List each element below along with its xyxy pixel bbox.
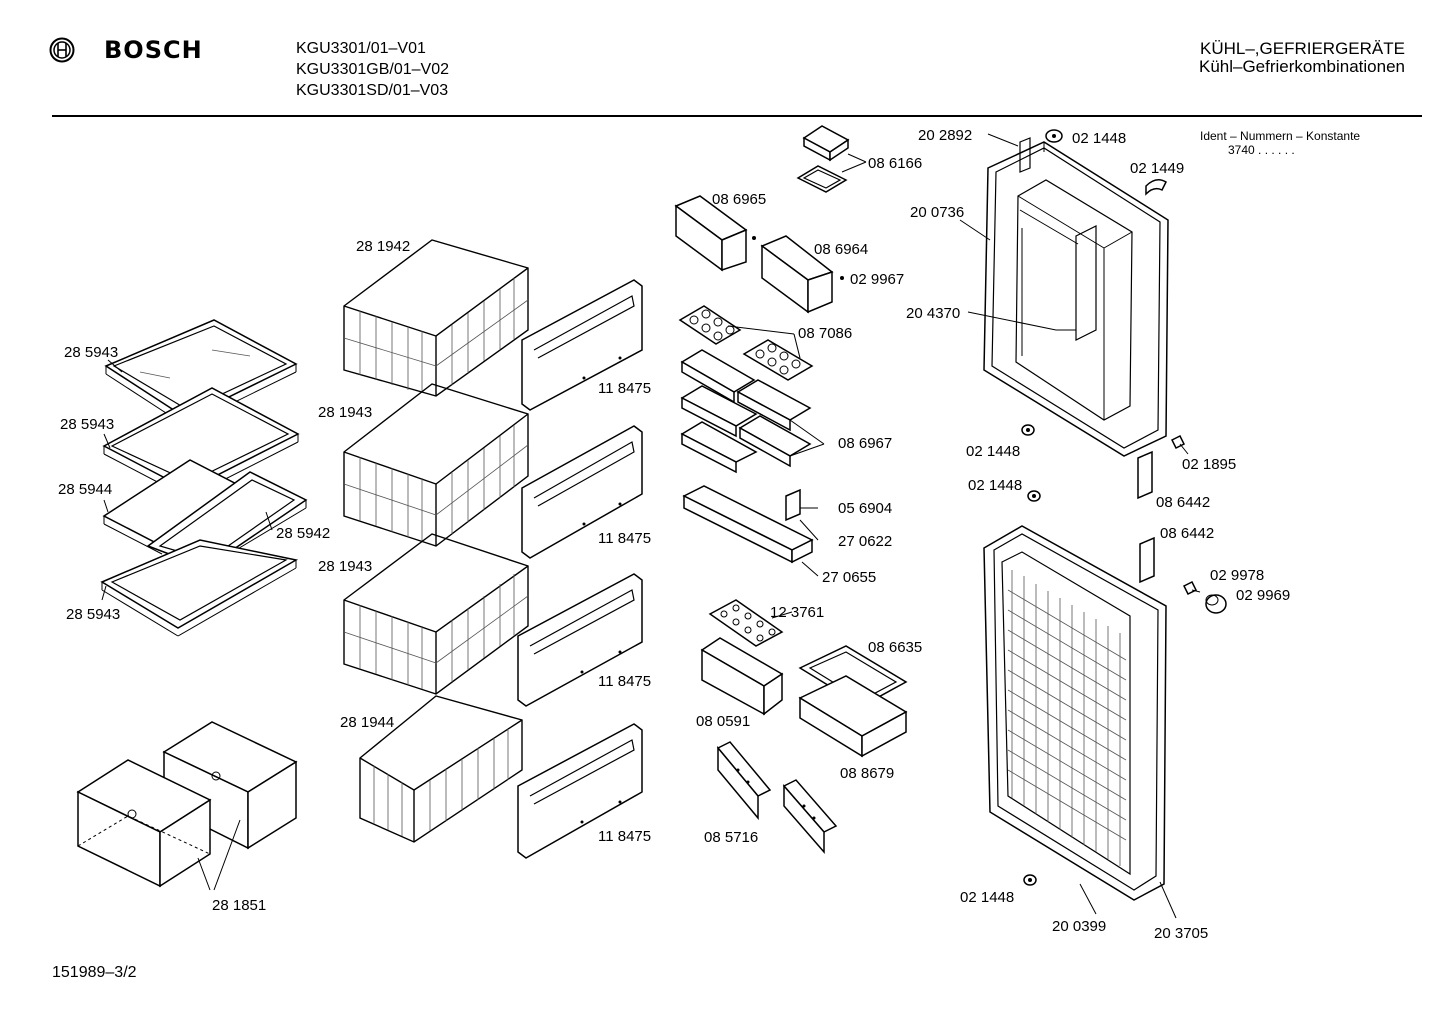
- part-number-label: 28 5944: [58, 481, 112, 498]
- wire-basket: [343, 239, 529, 397]
- cold-pack: [716, 741, 838, 855]
- hinge-cover-icon: [1145, 179, 1167, 196]
- part-number-label: 02 1448: [968, 477, 1022, 494]
- part-number-label: 11 8475: [598, 673, 651, 690]
- bosch-logo-icon: [49, 37, 75, 63]
- part-number-label: 28 1943: [318, 558, 372, 575]
- part-number-label: 20 0736: [910, 204, 964, 221]
- part-number-label: 28 1944: [340, 714, 394, 731]
- crisper-drawer: [76, 759, 212, 888]
- part-number-label: 28 5943: [60, 416, 114, 433]
- door-bin: [680, 349, 825, 474]
- model-list: KGU3301/01–V01 KGU3301GB/01–V02 KGU3301S…: [296, 38, 449, 101]
- hinge-bracket: [1139, 536, 1155, 584]
- part-number-label: 02 1448: [960, 889, 1014, 906]
- part-number-label: 08 6442: [1160, 525, 1214, 542]
- part-number-label: 20 4370: [906, 305, 960, 322]
- hinge-bracket: [1137, 450, 1153, 500]
- bottle-shelf: [682, 485, 819, 577]
- part-number-label: 02 1448: [1072, 130, 1126, 147]
- ident-title: Ident – Nummern – Konstante: [1200, 129, 1361, 143]
- wire-basket: [359, 695, 523, 843]
- egg-tray: [678, 305, 742, 345]
- part-number-label: 02 9967: [850, 271, 904, 288]
- glass-shelf: [104, 319, 298, 427]
- header-divider: [52, 115, 1422, 117]
- basket-front-panel: [521, 425, 643, 559]
- part-number-label: 08 6442: [1156, 494, 1210, 511]
- part-number-label: 08 6964: [814, 241, 868, 258]
- part-number-label: 27 0622: [838, 533, 892, 550]
- hinge-screw-icon: [1045, 129, 1063, 143]
- model-number: KGU3301/01–V01: [296, 40, 426, 57]
- part-number-label: 20 2892: [918, 127, 972, 144]
- part-number-label: 08 0591: [696, 713, 750, 730]
- part-number-label: 02 1448: [966, 443, 1020, 460]
- part-number-label: 28 1942: [356, 238, 410, 255]
- model-number: KGU3301GB/01–V02: [296, 61, 449, 78]
- cap-icon: [1205, 594, 1227, 614]
- part-number-label: 28 5943: [66, 606, 120, 623]
- ident-value: 3740 . . . . . .: [1228, 143, 1295, 157]
- part-number-label: 08 6965: [712, 191, 766, 208]
- door-shelf-box: [760, 235, 844, 314]
- part-number-label: 11 8475: [598, 828, 651, 845]
- hinge-screw-icon: [1023, 874, 1037, 886]
- hinge-screw-icon: [1027, 490, 1041, 502]
- part-number-label: 28 1943: [318, 404, 372, 421]
- basket-front-panel: [517, 573, 643, 707]
- screw-icon: [1182, 580, 1201, 596]
- basket-front-panel: [517, 723, 643, 859]
- glass-shelf: [102, 387, 300, 499]
- part-number-label: 02 1449: [1130, 160, 1184, 177]
- category-block: KÜHL–,GEFRIERGERÄTE Kühl–Gefrierkombinat…: [1199, 40, 1405, 76]
- fridge-door: [983, 141, 1169, 457]
- part-number-label: 08 6967: [838, 435, 892, 452]
- drawing-number: 151989–3/2: [52, 964, 137, 981]
- hinge-screw-icon: [1021, 424, 1035, 436]
- part-number-label: 12 3761: [770, 604, 824, 621]
- freezer-tray: [798, 645, 908, 758]
- part-number-label: 02 1895: [1182, 456, 1236, 473]
- glass-shelf: [100, 539, 299, 637]
- part-number-label: 20 3705: [1154, 925, 1208, 942]
- freezer-door: [983, 525, 1167, 901]
- wire-basket: [343, 533, 529, 695]
- part-number-label: 02 9969: [1236, 587, 1290, 604]
- part-number-label: 28 5942: [276, 525, 330, 542]
- part-number-label: 05 6904: [838, 500, 892, 517]
- category-title: KÜHL–,GEFRIERGERÄTE: [1200, 39, 1405, 58]
- egg-tray: [742, 339, 814, 381]
- part-number-label: 28 5943: [64, 344, 118, 361]
- part-number-label: 28 1851: [212, 897, 266, 914]
- butter-dish: [796, 125, 867, 193]
- part-number-label: 08 5716: [704, 829, 758, 846]
- ident-block: Ident – Nummern – Konstante 3740 . . . .…: [1200, 129, 1360, 157]
- part-number-label: 27 0655: [822, 569, 876, 586]
- part-number-label: 20 0399: [1052, 918, 1106, 935]
- part-number-label: 11 8475: [598, 530, 651, 547]
- part-number-label: 08 6635: [868, 639, 922, 656]
- ice-cube-tray: [708, 599, 793, 647]
- part-number-label: 02 9978: [1210, 567, 1264, 584]
- door-gasket: [1019, 137, 1031, 173]
- part-number-label: 08 6166: [868, 155, 922, 172]
- model-number: KGU3301SD/01–V03: [296, 82, 449, 99]
- basket-front-panel: [521, 279, 643, 411]
- brand-name: BOSCH: [104, 36, 203, 64]
- ice-box: [700, 637, 784, 716]
- part-number-label: 08 7086: [798, 325, 852, 342]
- door-shelf-box: [674, 195, 756, 272]
- part-number-label: 11 8475: [598, 380, 651, 397]
- category-subtitle: Kühl–Gefrierkombinationen: [1198, 57, 1405, 76]
- part-number-label: 08 8679: [840, 765, 894, 782]
- hinge-pin-icon: [1170, 434, 1189, 455]
